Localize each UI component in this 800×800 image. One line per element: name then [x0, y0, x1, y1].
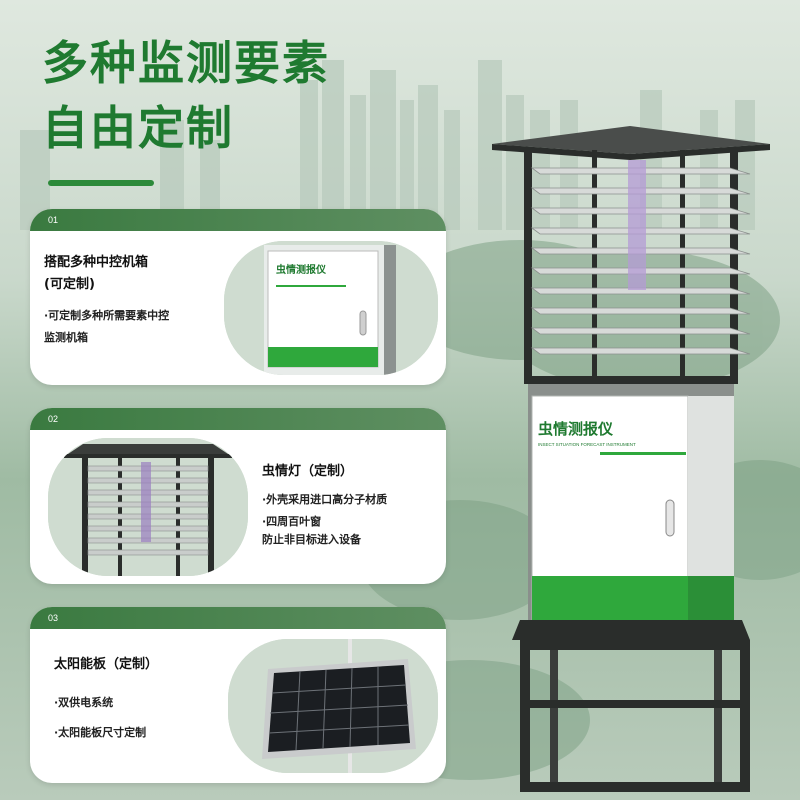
card-bullet: ·双供电系统 [54, 696, 114, 709]
card-number: 02 [30, 408, 446, 430]
feature-card-insect-lamp: 02 虫情灯（定制） ·外壳采用进口高分子材质 ·四周百叶窗 防止非 [30, 408, 446, 584]
solar-panel-image [228, 639, 438, 773]
svg-text:虫情测报仪: 虫情测报仪 [276, 263, 327, 276]
card-bullet: ·四周百叶窗 [262, 515, 322, 528]
feature-card-solar-panel: 03 太阳能板（定制） ·双供电系统 ·太阳能板尺寸定制 [30, 607, 446, 783]
card-bullet-line2: 监测机箱 [44, 331, 88, 344]
headline-underline [48, 180, 154, 186]
card-title: 太阳能板（定制） [54, 657, 159, 672]
card-number: 01 [30, 209, 446, 231]
control-box-image: 虫情测报仪 [224, 241, 438, 375]
card-bullet: ·太阳能板尺寸定制 [54, 726, 147, 739]
card-title: 虫情灯（定制） [262, 464, 354, 479]
card-title-line2: (可定制) [44, 277, 95, 292]
insect-forecast-instrument: 虫情测报仪 INSECT SITUATION FORECAST INSTRUME… [492, 126, 770, 792]
headline-line2: 自由定制 [42, 101, 234, 155]
card-title-line1: 搭配多种中控机箱 [44, 255, 149, 270]
card-bullet: ·外壳采用进口高分子材质 [262, 493, 388, 506]
insect-lamp-image [48, 438, 248, 576]
card-bullet-line1: ·可定制多种所需要素中控 [44, 309, 170, 322]
feature-card-control-box: 01 搭配多种中控机箱 (可定制) ·可定制多种所需要素中控 监测机箱 虫情测报… [30, 209, 446, 385]
device-label-en: INSECT SITUATION FORECAST INSTRUMENT [538, 442, 636, 447]
headline-line1: 多种监测要素 [42, 36, 330, 90]
card-bullet: 防止非目标进入设备 [262, 533, 361, 546]
card-number: 03 [30, 607, 446, 629]
device-label-cn: 虫情测报仪 [538, 420, 614, 438]
